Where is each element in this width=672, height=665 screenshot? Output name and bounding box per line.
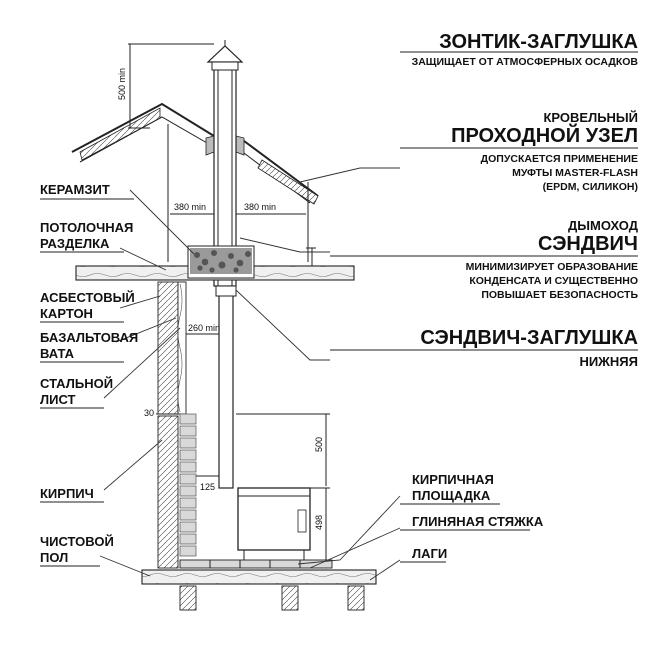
dymohod-title-1: ДЫМОХОД bbox=[568, 218, 639, 233]
zontik-title: ЗОНТИК-ЗАГЛУШКА bbox=[439, 31, 638, 53]
dimension-30: 30 bbox=[144, 408, 178, 418]
label-lagi: ЛАГИ bbox=[412, 546, 447, 561]
callout-dymohod: ДЫМОХОД СЭНДВИЧ МИНИМИЗИРУЕТ ОБРАЗОВАНИЕ… bbox=[330, 218, 639, 301]
uzel-desc-3: (EPDM, СИЛИКОН) bbox=[543, 181, 638, 193]
dim-380-right: 380 min bbox=[244, 202, 276, 212]
single-wall-pipe bbox=[215, 285, 237, 489]
wall-insulation bbox=[157, 281, 187, 415]
label-pol-1: ЧИСТОВОЙ bbox=[40, 534, 114, 549]
leader-lines bbox=[99, 167, 401, 581]
label-list-1: СТАЛЬНОЙ bbox=[40, 376, 113, 391]
brick-wall bbox=[157, 413, 197, 569]
label-vata-2: ВАТА bbox=[40, 346, 75, 361]
zaglushka-title-2: НИЖНЯЯ bbox=[579, 354, 638, 369]
dimension-500min-vertical: 500 min bbox=[117, 43, 214, 129]
dim-500min: 500 min bbox=[117, 68, 127, 100]
label-styazhka: ГЛИНЯНАЯ СТЯЖКА bbox=[412, 514, 544, 529]
dim-380-left: 380 min bbox=[174, 202, 206, 212]
dimension-380-min: 380 min 380 min bbox=[170, 202, 306, 215]
uzel-desc-1: ДОПУСКАЕТСЯ ПРИМЕНЕНИЕ bbox=[481, 153, 638, 165]
label-vata-1: БАЗАЛЬТОВАЯ bbox=[40, 330, 138, 345]
dymohod-desc-1: МИНИМИЗИРУЕТ ОБРАЗОВАНИЕ bbox=[466, 261, 638, 273]
dimension-260-min: 260 min bbox=[186, 323, 220, 335]
uzel-title-2: ПРОХОДНОЙ УЗЕЛ bbox=[451, 123, 638, 147]
roof-passthrough bbox=[205, 135, 245, 156]
label-razdelka-1: ПОТОЛОЧНАЯ bbox=[40, 220, 133, 235]
callout-zaglushka: СЭНДВИЧ-ЗАГЛУШКА НИЖНЯЯ bbox=[330, 327, 638, 369]
roof bbox=[71, 102, 319, 262]
dymohod-desc-2: КОНДЕНСАТА И СУЩЕСТВЕННО bbox=[469, 275, 638, 287]
dim-498: 498 bbox=[314, 515, 324, 530]
chimney-cap bbox=[206, 40, 244, 71]
dim-260: 260 min bbox=[188, 323, 220, 333]
dymohod-title-2: СЭНДВИЧ bbox=[538, 233, 638, 255]
floor-joists bbox=[179, 585, 365, 611]
callout-zontik: ЗОНТИК-ЗАГЛУШКА ЗАЩИЩАЕТ ОТ АТМОСФЕРНЫХ … bbox=[400, 31, 638, 68]
callout-uzel: КРОВЕЛЬНЫЙ ПРОХОДНОЙ УЗЕЛ ДОПУСКАЕТСЯ ПР… bbox=[400, 110, 638, 193]
floor bbox=[141, 569, 377, 585]
left-labels: КЕРАМЗИТ ПОТОЛОЧНАЯ РАЗДЕЛКА АСБЕСТОВЫЙ … bbox=[40, 182, 138, 567]
dymohod-desc-3: ПОВЫШАЕТ БЕЗОПАСНОСТЬ bbox=[481, 289, 638, 301]
label-ploshadka-1: КИРПИЧНАЯ bbox=[412, 472, 494, 487]
label-karton-1: АСБЕСТОВЫЙ bbox=[40, 290, 135, 305]
zaglushka-title-1: СЭНДВИЧ-ЗАГЛУШКА bbox=[420, 327, 638, 349]
label-keramzit: КЕРАМЗИТ bbox=[40, 182, 110, 197]
label-ploshadka-2: ПЛОЩАДКА bbox=[412, 488, 491, 503]
brick-platform bbox=[179, 559, 333, 569]
bottom-right-labels: КИРПИЧНАЯ ПЛОЩАДКА ГЛИНЯНАЯ СТЯЖКА ЛАГИ bbox=[400, 472, 544, 563]
dim-125: 125 bbox=[200, 482, 215, 492]
dim-500: 500 bbox=[314, 437, 324, 452]
zontik-desc: ЗАЩИЩАЕТ ОТ АТМОСФЕРНЫХ ОСАДКОВ bbox=[412, 56, 639, 68]
dimension-125: 125 bbox=[196, 475, 219, 492]
keramzit-fill bbox=[190, 248, 252, 274]
label-razdelka-2: РАЗДЕЛКА bbox=[40, 236, 110, 251]
stove bbox=[237, 487, 311, 560]
label-karton-2: КАРТОН bbox=[40, 306, 93, 321]
label-pol-2: ПОЛ bbox=[40, 550, 68, 565]
label-list-2: ЛИСТ bbox=[40, 392, 76, 407]
dimension-500-vertical: 500 bbox=[236, 413, 330, 486]
label-kirpich: КИРПИЧ bbox=[40, 486, 94, 501]
uzel-title-1: КРОВЕЛЬНЫЙ bbox=[543, 110, 638, 125]
uzel-desc-2: МУФТЫ MASTER-FLASH bbox=[512, 167, 638, 179]
dim-30: 30 bbox=[144, 408, 154, 418]
dimension-498-vertical: 498 bbox=[310, 487, 330, 560]
dimension-70min bbox=[306, 247, 316, 267]
